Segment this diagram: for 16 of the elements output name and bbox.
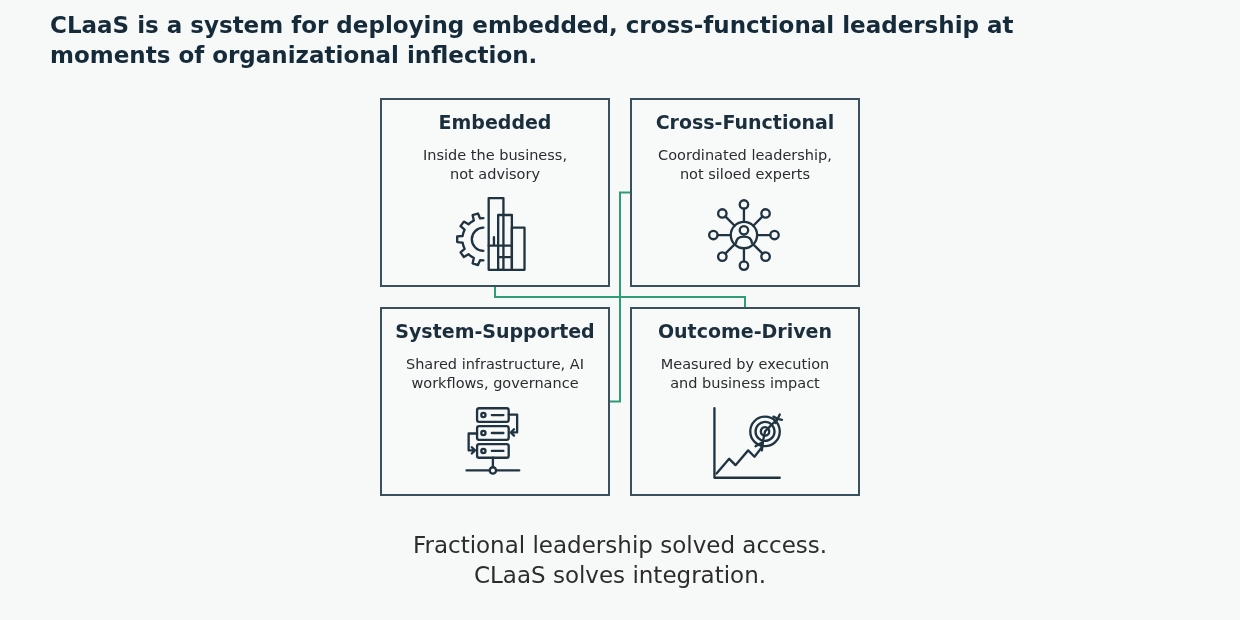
card-description: Measured by execution and business impact	[659, 355, 831, 393]
card-description: Shared infrastructure, AI workflows, governance	[404, 355, 585, 393]
title: CLaaS is a system for deploying embedded, cross-functional leadership at moments of organizational inflection.	[50, 11, 1015, 70]
feature-card	[380, 98, 610, 287]
feature-card	[630, 307, 860, 496]
feature-card	[630, 98, 860, 287]
card-description: Inside the business, not advisory	[422, 146, 568, 184]
card-heading: Cross-Functional	[654, 110, 836, 134]
card-description: Coordinated leadership, not siloed experts	[657, 146, 833, 184]
card-heading: Embedded	[437, 110, 553, 134]
connector-line	[609, 191, 631, 403]
connector-line	[494, 286, 746, 308]
feature-card	[380, 307, 610, 496]
caption: Fractional leadership solved access. CLaaS solves integration.	[411, 531, 829, 590]
card-heading: Outcome-Driven	[656, 319, 834, 343]
card-heading: System-Supported	[394, 319, 596, 343]
